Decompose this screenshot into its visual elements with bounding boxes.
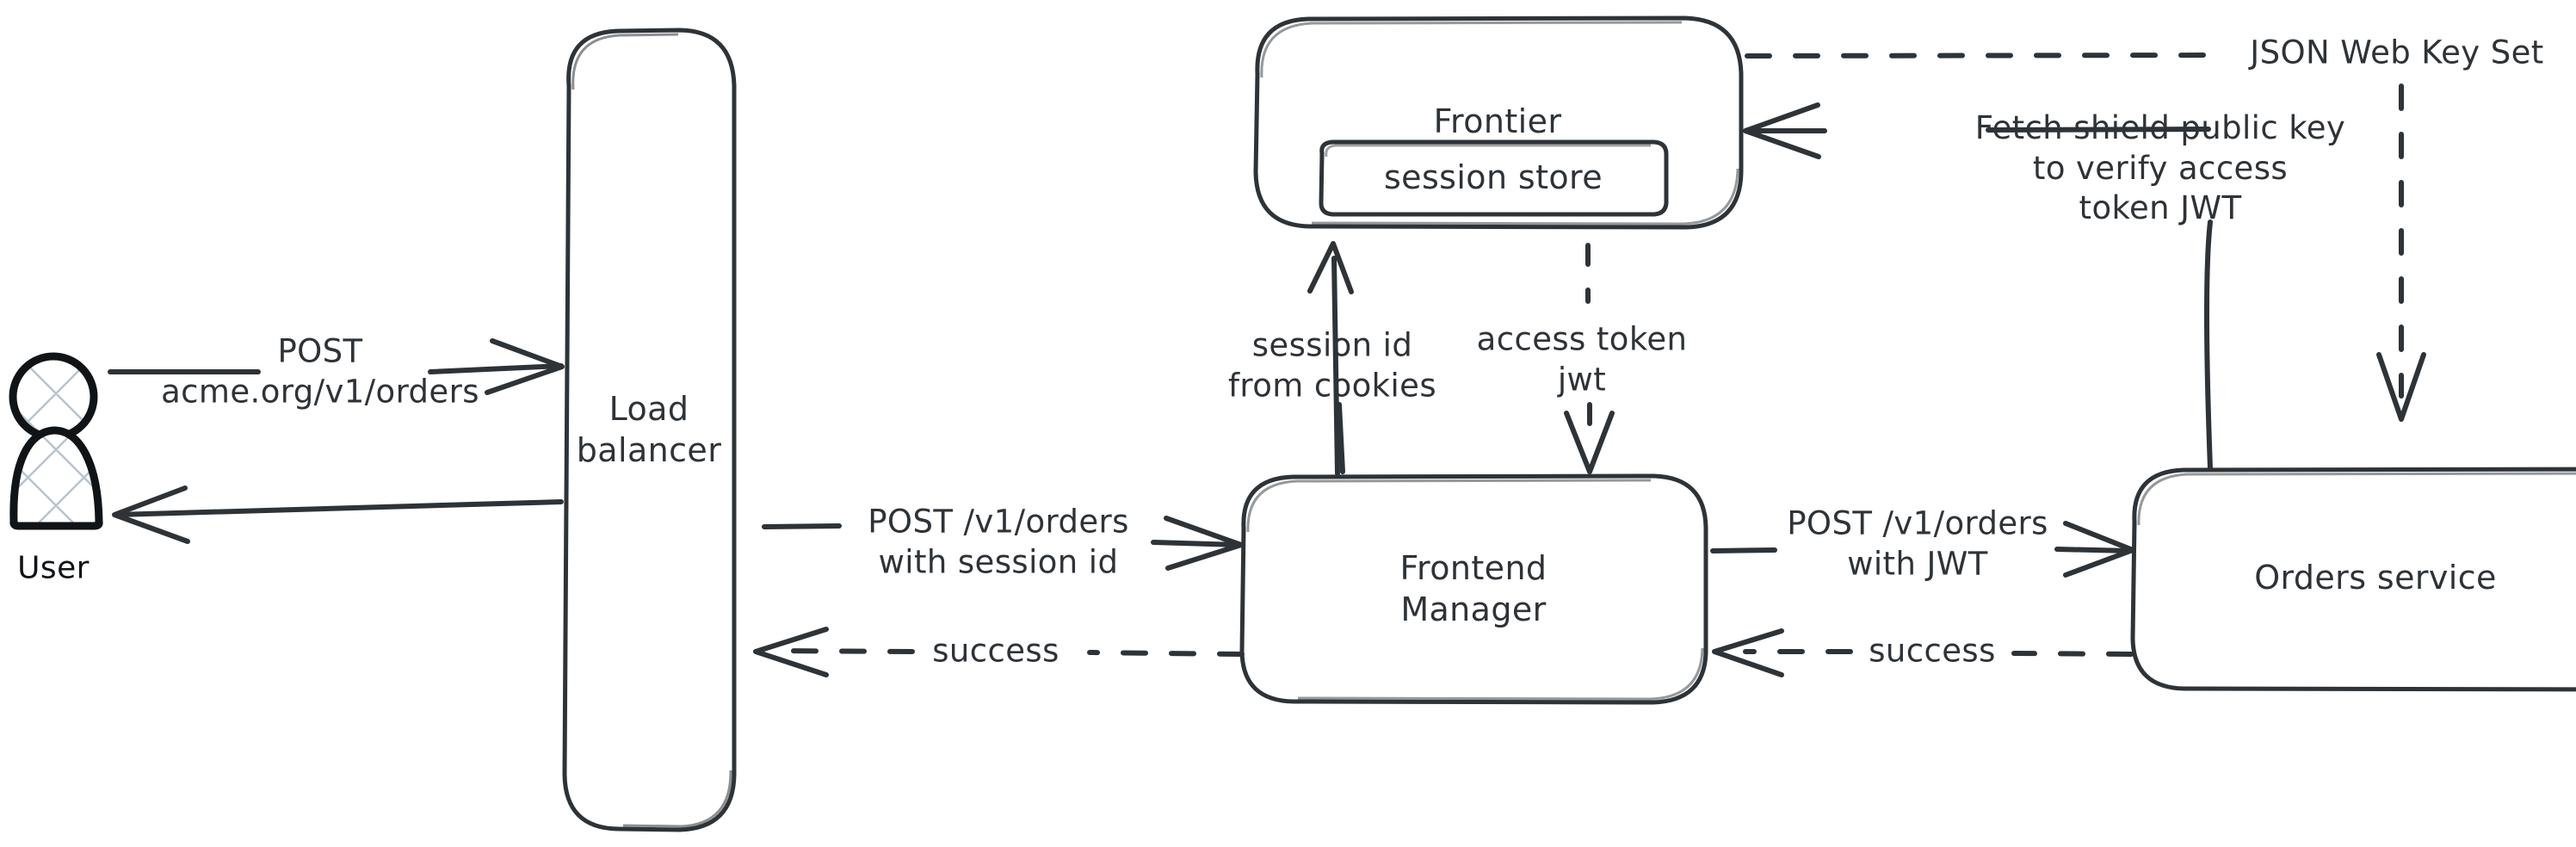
edge-fm-to-frontier-session [1307, 241, 1354, 476]
edge-lb-to-user [112, 485, 564, 544]
orders-service-node[interactable] [2130, 467, 2576, 692]
session-store-node[interactable] [1319, 139, 1669, 217]
edge-user-to-lb [108, 338, 565, 395]
load-balancer-node[interactable] [562, 28, 737, 832]
edge-orders-to-fm-success [1712, 628, 2134, 677]
frontier-node[interactable] [1253, 15, 1744, 230]
arrowhead-icon [112, 485, 190, 544]
edge-orders-to-frontier-fetch [1743, 102, 2213, 471]
edge-frontier-jwks [1745, 53, 2426, 422]
edge-fm-to-orders [1710, 521, 2135, 578]
arrowhead-icon [1307, 241, 1354, 294]
arrowhead-icon [2376, 352, 2426, 422]
edge-fm-to-lb-success [753, 627, 1245, 677]
arrowhead-icon [753, 627, 829, 677]
edge-lb-to-fm [762, 516, 1244, 571]
arrowhead-icon [1743, 102, 1821, 159]
arrowhead-icon [1564, 411, 1615, 474]
arrowhead-icon [2063, 521, 2135, 578]
arrowhead-icon [485, 338, 565, 395]
edge-frontier-to-fm-token [1564, 243, 1615, 474]
user-actor[interactable] [9, 352, 103, 530]
user-body-icon [9, 426, 103, 530]
arrowhead-icon [1712, 628, 1784, 677]
arrowhead-icon [1164, 516, 1244, 571]
frontend-manager-node[interactable] [1239, 473, 1708, 705]
user-head-icon [9, 352, 98, 442]
